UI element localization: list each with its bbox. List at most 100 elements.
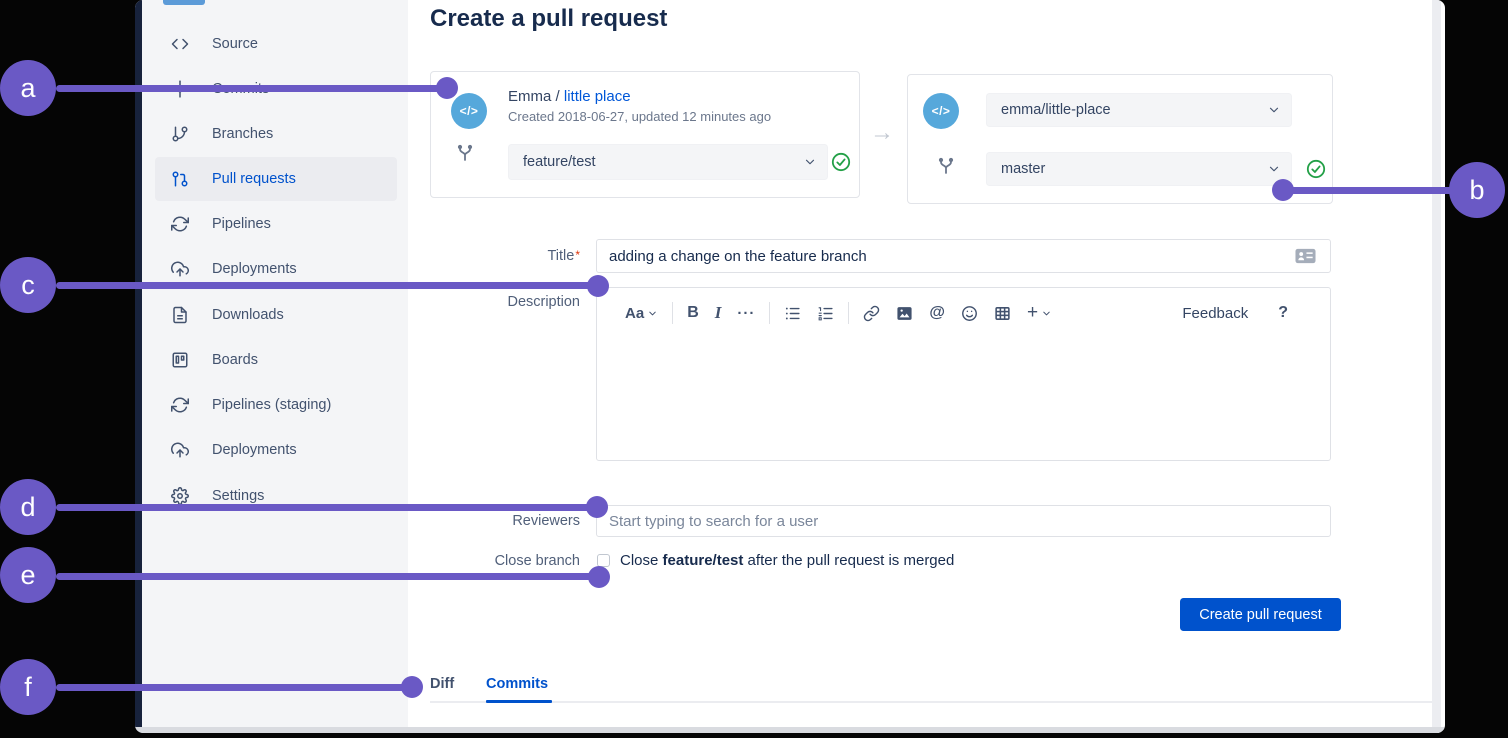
global-nav-edge [135,0,142,733]
sidebar-item-label: Deployments [212,442,297,458]
description-editor[interactable]: Aa B I ··· [596,287,1331,461]
close-branch-label: Close branch [494,553,580,569]
sidebar-item-label: Downloads [212,307,284,323]
tab-diff[interactable]: Diff [430,676,455,692]
sidebar-item-branches[interactable]: Branches [142,112,408,156]
chevron-down-icon [1269,166,1279,172]
chevron-down-icon [1269,107,1279,113]
avatar-glyph: </> [459,104,479,118]
settings-icon [170,486,190,506]
annotation-line-c [56,282,598,289]
close-branch-text-pre: Close [620,552,663,569]
annotation-letter: e [20,559,36,590]
pipelines-icon [170,214,190,234]
destination-branch-select[interactable]: master [986,152,1292,186]
help-button[interactable]: ? [1278,304,1288,321]
destination-repo-value: emma/little-place [1001,102,1111,118]
sidebar-item-label: Deployments [212,261,297,277]
annotation-line-d [56,503,597,511]
scrollbar-track[interactable] [1432,0,1441,733]
sidebar-top-accent [163,0,205,5]
title-label-text: Title [547,248,575,264]
bold-label: B [687,304,699,321]
annotation-dot-f [401,676,423,698]
image-icon[interactable] [896,305,913,322]
annotation-marker-c: c [0,257,56,313]
more-formatting-button[interactable]: ··· [737,305,755,322]
annotation-line-a [56,84,447,92]
title-input[interactable] [596,239,1331,273]
reviewers-label: Reviewers [512,513,580,529]
sidebar-item-boards[interactable]: Boards [142,338,408,382]
pull-request-icon [170,169,190,189]
branch-icon [936,156,956,181]
required-asterisk: * [575,248,580,262]
sidebar-item-label: Pipelines [212,216,271,232]
bullet-list-icon[interactable] [784,305,801,322]
text-style-button[interactable]: Aa [625,305,658,322]
annotation-line-b [1283,186,1453,194]
close-branch-name: feature/test [662,552,744,569]
repo-owner: Emma [508,88,552,105]
branch-valid-check-icon [831,152,851,172]
sidebar-item-downloads[interactable]: Downloads [142,293,408,337]
source-repo-card: </> Emma / little place Created 2018-06-… [430,71,860,198]
branch-icon [170,124,190,144]
sidebar-item-label: Pipelines (staging) [212,397,332,413]
table-icon[interactable] [994,305,1011,322]
repo-meta: Created 2018-06-27, updated 12 minutes a… [508,109,772,124]
sidebar-item-deployments[interactable]: Deployments [142,247,408,291]
reviewers-input[interactable] [596,505,1331,537]
sidebar-item-pipelines-staging[interactable]: Pipelines (staging) [142,383,408,427]
deployments-icon [170,259,190,279]
boards-icon [170,350,190,370]
italic-button[interactable]: I [715,303,722,323]
title-label: Title* [430,248,580,264]
annotation-letter: f [24,671,32,702]
emoji-icon[interactable] [961,305,978,322]
sidebar-item-source[interactable]: Source [142,22,408,66]
repo-title: Emma / little place [508,88,631,105]
insert-more-button[interactable]: + [1027,302,1052,324]
link-icon[interactable] [863,305,880,322]
text-style-label: Aa [625,304,645,322]
annotation-line-f [56,683,412,691]
bold-button[interactable]: B [687,304,699,322]
annotation-marker-a: a [0,60,56,116]
toolbar-divider [848,302,850,324]
toolbar-right-group: Feedback ? [1182,304,1330,322]
feedback-link[interactable]: Feedback [1182,304,1249,322]
chevron-down-icon [1043,311,1050,315]
annotation-letter: d [20,491,36,522]
avatar-glyph: </> [931,104,951,118]
sidebar-item-deployments-2[interactable]: Deployments [142,428,408,472]
branch-icon [455,143,475,168]
sidebar-item-pull-requests[interactable]: Pull requests [142,157,408,201]
source-branch-select[interactable]: feature/test [508,144,828,180]
numbered-list-icon[interactable] [817,305,834,322]
mention-button[interactable]: @ [929,304,945,322]
annotation-marker-b: b [1449,162,1505,218]
repo-avatar: </> [451,93,487,129]
annotation-marker-e: e [0,547,56,603]
annotation-marker-f: f [0,659,56,715]
repo-name-link[interactable]: little place [563,88,631,105]
sidebar-item-label: Settings [212,488,265,504]
window-bottom-edge [135,727,1445,733]
annotation-dot-a [436,77,458,99]
sidebar-item-label: Boards [212,352,258,368]
page-title: Create a pull request [430,5,668,32]
annotation-letter: b [1469,174,1485,205]
destination-repo-select[interactable]: emma/little-place [986,93,1292,127]
more-label: ··· [737,304,756,322]
create-pull-request-button[interactable]: Create pull request [1180,598,1341,631]
vcard-icon[interactable] [1295,248,1316,269]
tab-commits[interactable]: Commits [486,676,549,692]
italic-label: I [714,303,722,322]
sidebar-item-label: Source [212,36,258,52]
sidebar-item-pipelines[interactable]: Pipelines [142,202,408,246]
sidebar-selected-highlight [155,157,397,201]
description-content-area[interactable] [597,338,1330,460]
sidebar-item-settings[interactable]: Settings [142,474,408,518]
annotation-marker-d: d [0,479,56,535]
